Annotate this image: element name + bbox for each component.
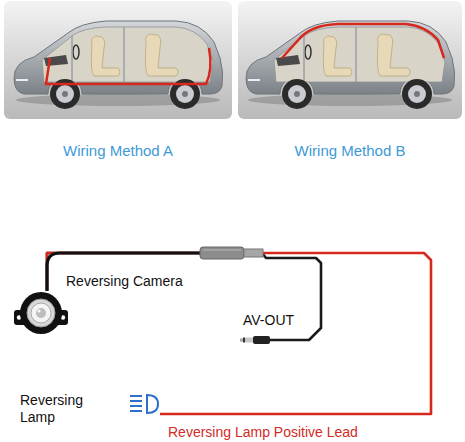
camera-symbol	[14, 290, 68, 336]
jack-ring	[243, 338, 245, 343]
car-illustration	[246, 21, 455, 109]
lamp-node: Reversing Lamp	[128, 392, 160, 416]
lamp-symbol	[128, 392, 160, 416]
connector-sleeve	[244, 249, 263, 257]
jack-body	[253, 336, 270, 344]
component-label: Reversing Camera	[66, 273, 183, 290]
jack-tip	[240, 338, 243, 342]
camera-housing	[20, 292, 62, 334]
method-caption: Wiring Method B	[238, 142, 462, 159]
light-rays	[130, 396, 142, 411]
lens-center	[36, 308, 46, 318]
illustration-panel	[4, 1, 232, 119]
method-caption: Wiring Method A	[4, 142, 232, 159]
cable-overlay	[47, 247, 263, 291]
av-cable	[47, 253, 321, 340]
lens-ring	[27, 299, 55, 327]
lens	[31, 303, 51, 323]
signal-name: AV-OUT	[243, 312, 294, 329]
positive-lead-wire	[47, 253, 431, 414]
cable-connector	[200, 247, 244, 259]
camera-node: Reversing Camera	[14, 290, 68, 336]
component-label: Reversing Lamp	[20, 392, 95, 426]
wire-label: Reversing Lamp Positive Lead	[168, 424, 358, 440]
wire-route	[282, 24, 444, 58]
car-illustration	[14, 21, 223, 109]
connector-highlight	[203, 250, 241, 251]
lens-glint	[38, 310, 41, 313]
wire-route	[46, 48, 210, 84]
jack-sleeve	[245, 338, 253, 343]
connector-layer	[47, 253, 431, 414]
lamp-bulb	[147, 395, 158, 413]
illustration-panel	[238, 1, 462, 119]
camera-cable	[47, 253, 202, 291]
jack-symbol	[240, 334, 270, 346]
av-out-node: AV-OUT	[240, 334, 270, 346]
